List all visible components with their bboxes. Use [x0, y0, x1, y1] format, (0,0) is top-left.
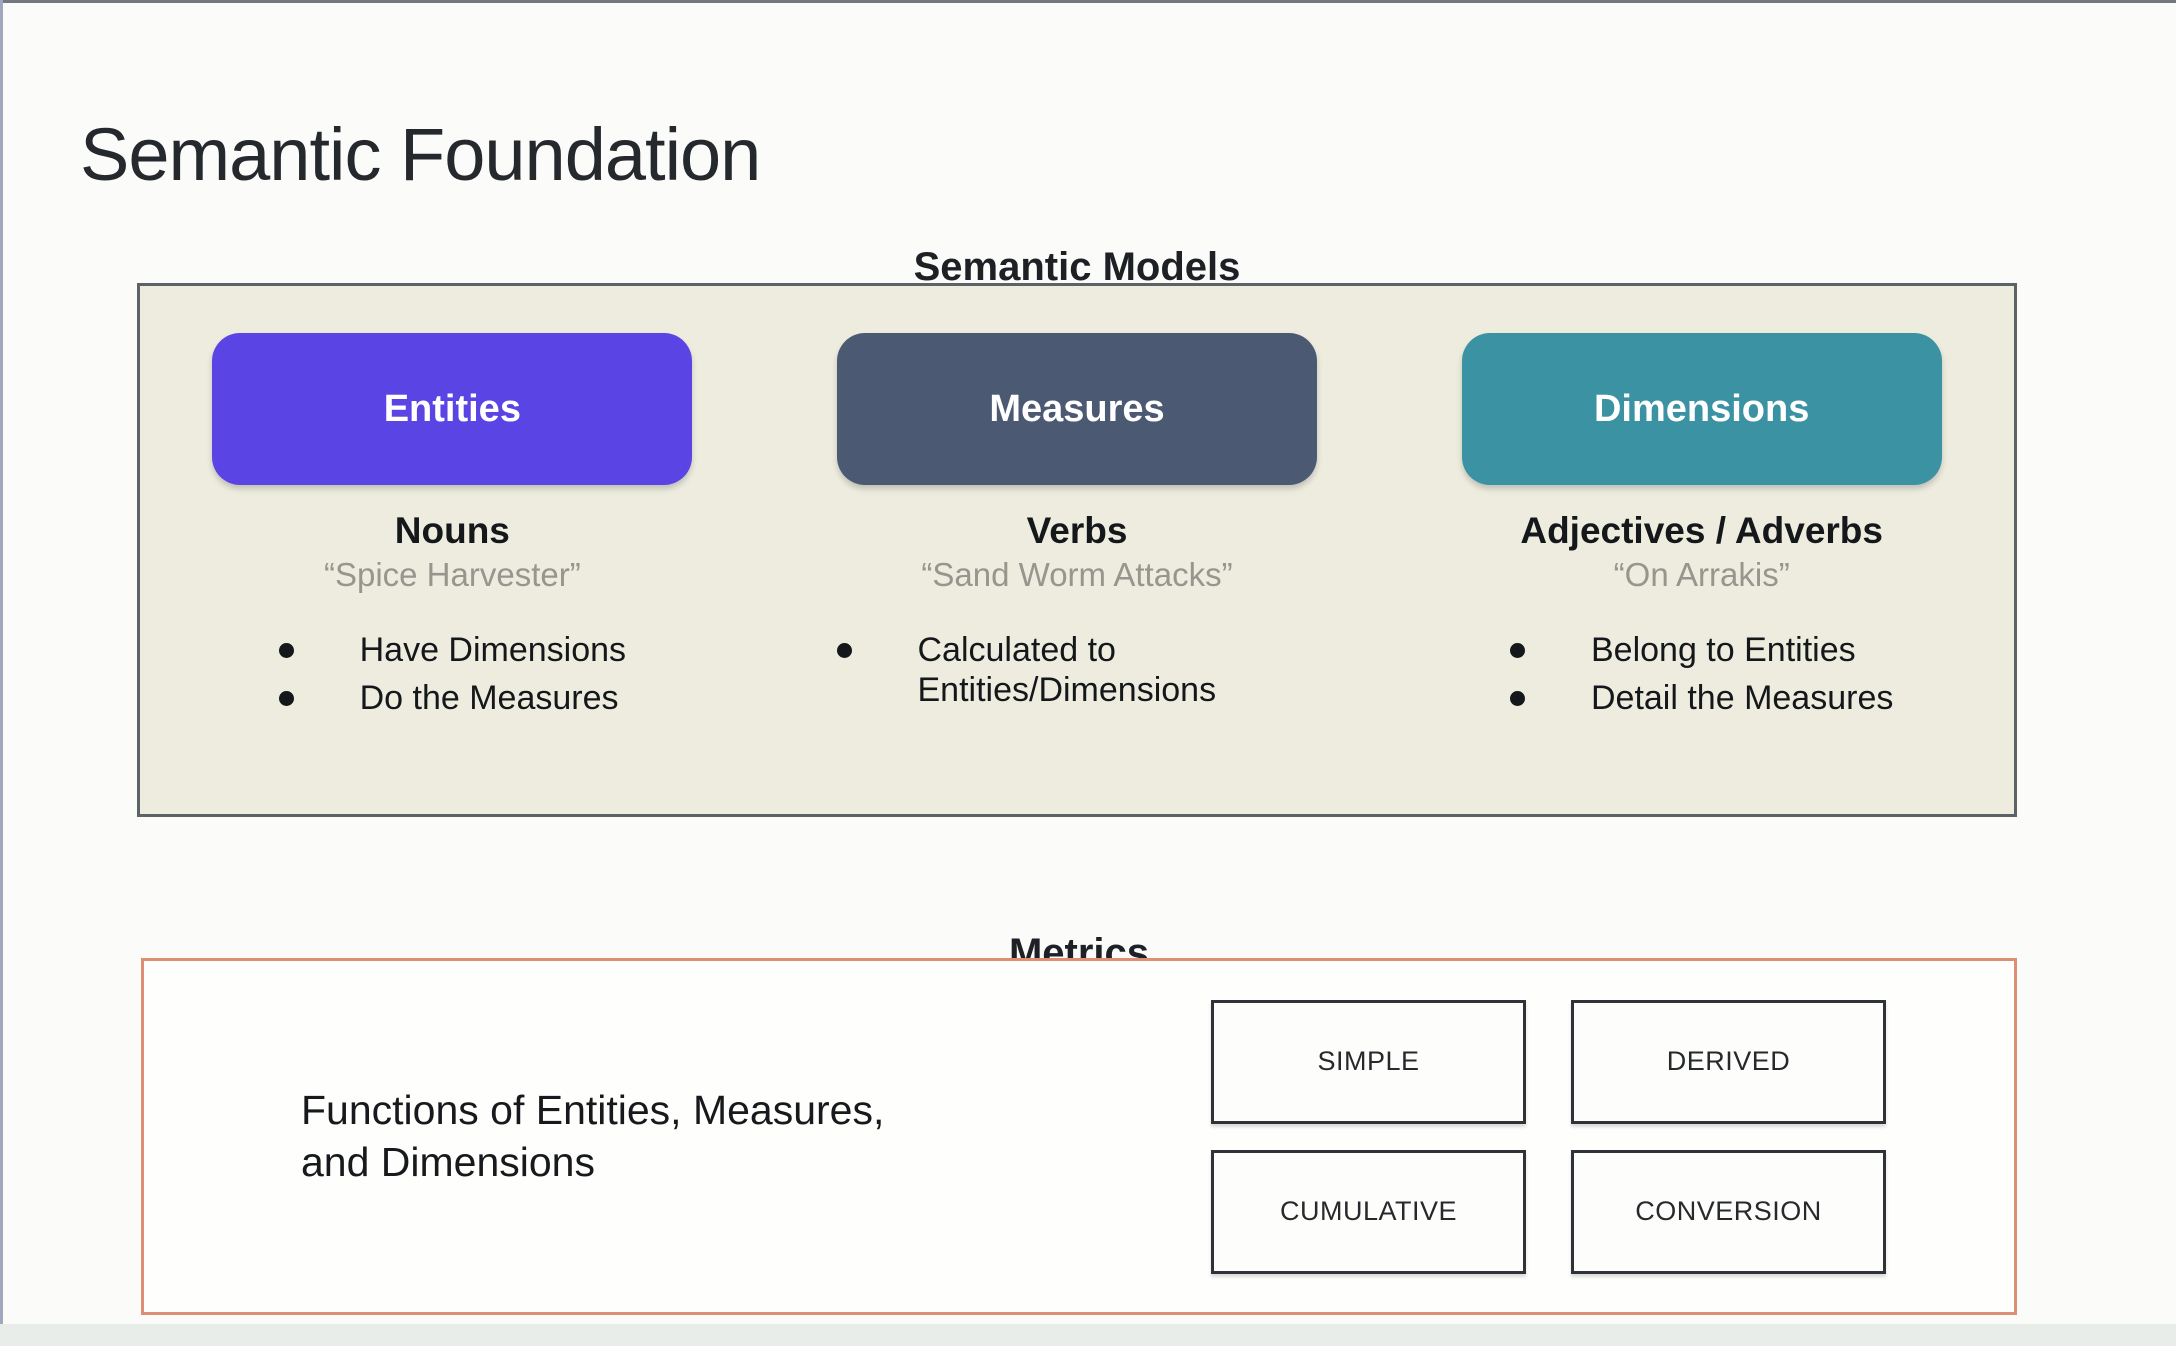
bullet-item: Calculated to Entities/Dimensions: [836, 630, 1318, 712]
metric-type-conversion: CONVERSION: [1571, 1149, 1886, 1274]
metric-type-cumulative: CUMULATIVE: [1211, 1149, 1526, 1274]
window-top-edge: [0, 0, 2176, 3]
entities-column: Entities Nouns “Spice Harvester” Have Di…: [140, 286, 765, 814]
entities-bullet-list: Have Dimensions Do the Measures: [278, 630, 626, 728]
entities-example-quote: “Spice Harvester”: [323, 555, 581, 593]
measures-node: Measures: [837, 333, 1317, 485]
bullet-dot-icon: [278, 642, 294, 658]
semantic-models-heading: Semantic Models: [913, 245, 1241, 290]
dimensions-node: Dimensions: [1461, 333, 1942, 485]
bullet-dot-icon: [1509, 642, 1525, 658]
metric-type-derived: DERIVED: [1571, 999, 1886, 1124]
dimensions-example-quote: “On Arrakis”: [1613, 555, 1790, 593]
measures-example-quote: “Sand Worm Attacks”: [921, 555, 1233, 593]
window-left-edge: [0, 0, 3, 1346]
bullet-dot-icon: [836, 642, 852, 658]
metrics-panel: Functions of Entities, Measures, and Dim…: [141, 958, 2017, 1315]
page-title: Semantic Foundation: [80, 112, 761, 196]
bullet-dot-icon: [278, 691, 294, 707]
dimensions-column: Dimensions Adjectives / Adverbs “On Arra…: [1389, 286, 2014, 814]
dimensions-part-of-speech: Adjectives / Adverbs: [1520, 510, 1883, 551]
measures-column: Measures Verbs “Sand Worm Attacks” Calcu…: [765, 286, 1390, 814]
bullet-item: Detail the Measures: [1509, 678, 1893, 719]
entities-node: Entities: [212, 333, 693, 485]
metrics-description: Functions of Entities, Measures, and Dim…: [301, 1087, 885, 1185]
measures-bullet-list: Calculated to Entities/Dimensions: [836, 630, 1318, 720]
bullet-item: Do the Measures: [278, 678, 626, 719]
bullet-dot-icon: [1509, 691, 1525, 707]
metric-types-grid: SIMPLE DERIVED CUMULATIVE CONVERSION: [1211, 999, 1886, 1274]
bullet-item: Belong to Entities: [1509, 630, 1893, 671]
metric-type-simple: SIMPLE: [1211, 999, 1526, 1124]
bullet-item: Have Dimensions: [278, 630, 626, 671]
entities-part-of-speech: Nouns: [394, 510, 510, 551]
dimensions-bullet-list: Belong to Entities Detail the Measures: [1509, 630, 1893, 728]
measures-part-of-speech: Verbs: [1026, 510, 1128, 551]
window-bottom-edge: [0, 1324, 2176, 1346]
semantic-models-panel: Entities Nouns “Spice Harvester” Have Di…: [137, 283, 2017, 817]
